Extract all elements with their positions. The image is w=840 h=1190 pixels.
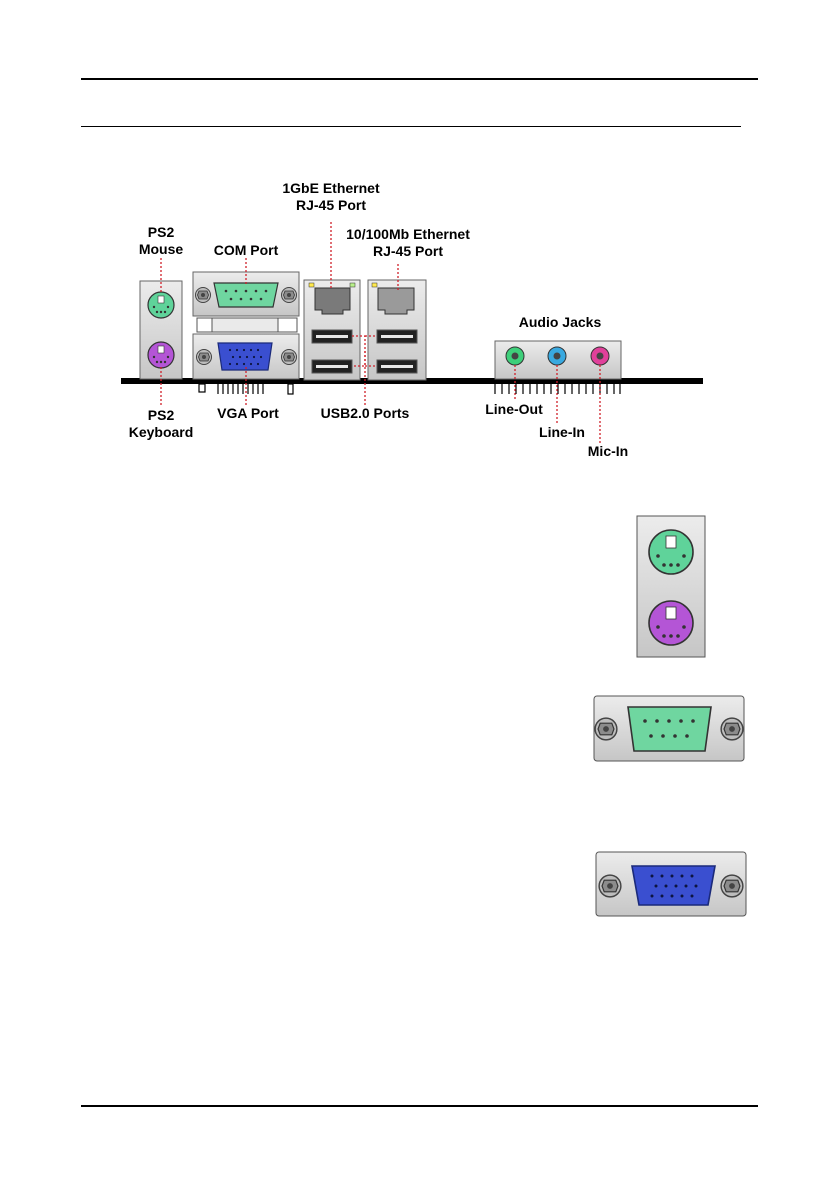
label-mic-in: Mic-In (568, 443, 648, 460)
label-line-out-text: Line-Out (474, 401, 554, 418)
label-line-out: Line-Out (474, 401, 554, 418)
lan-usb-stack-1 (304, 280, 360, 380)
label-vga-port: VGA Port (198, 405, 298, 422)
label-gbe-line2: RJ-45 Port (276, 197, 386, 214)
com-port-connector (214, 283, 278, 307)
label-usb-ports-text: USB2.0 Ports (310, 405, 420, 422)
label-usb-ports: USB2.0 Ports (310, 405, 420, 422)
label-line-in: Line-In (522, 424, 602, 441)
label-vga-port-text: VGA Port (198, 405, 298, 422)
closeup-vga-port (596, 852, 746, 916)
label-ps2-mouse: PS2 Mouse (121, 224, 201, 258)
gbe-rj45-port (315, 288, 350, 314)
label-ps2-keyboard: PS2 Keyboard (121, 407, 201, 441)
label-audio-jacks-text: Audio Jacks (505, 314, 615, 331)
label-gbe-port: 1GbE Ethernet RJ-45 Port (276, 180, 386, 214)
label-ps2-keyboard-line1: PS2 (121, 407, 201, 424)
label-mic-in-text: Mic-In (568, 443, 648, 460)
lan-usb-stack-2 (368, 280, 426, 380)
label-com-port-text: COM Port (196, 242, 296, 259)
label-lan100-line2: RJ-45 Port (338, 243, 478, 260)
com-vga-stack-top (193, 272, 299, 379)
label-ps2-mouse-line2: Mouse (121, 241, 201, 258)
closeup-ps2-stack (637, 516, 705, 657)
closeup-com-port (594, 696, 744, 761)
label-ps2-keyboard-line2: Keyboard (121, 424, 201, 441)
label-lan100-line1: 10/100Mb Ethernet (338, 226, 478, 243)
label-ps2-mouse-line1: PS2 (121, 224, 201, 241)
label-line-in-text: Line-In (522, 424, 602, 441)
label-lan100-port: 10/100Mb Ethernet RJ-45 Port (338, 226, 478, 260)
label-com-port: COM Port (196, 242, 296, 259)
vga-port-connector (218, 343, 272, 370)
lan100-rj45-port (378, 288, 414, 314)
ps2-stack-top (140, 281, 182, 379)
audio-jacks-panel (495, 341, 621, 379)
label-gbe-line1: 1GbE Ethernet (276, 180, 386, 197)
label-audio-jacks: Audio Jacks (505, 314, 615, 331)
